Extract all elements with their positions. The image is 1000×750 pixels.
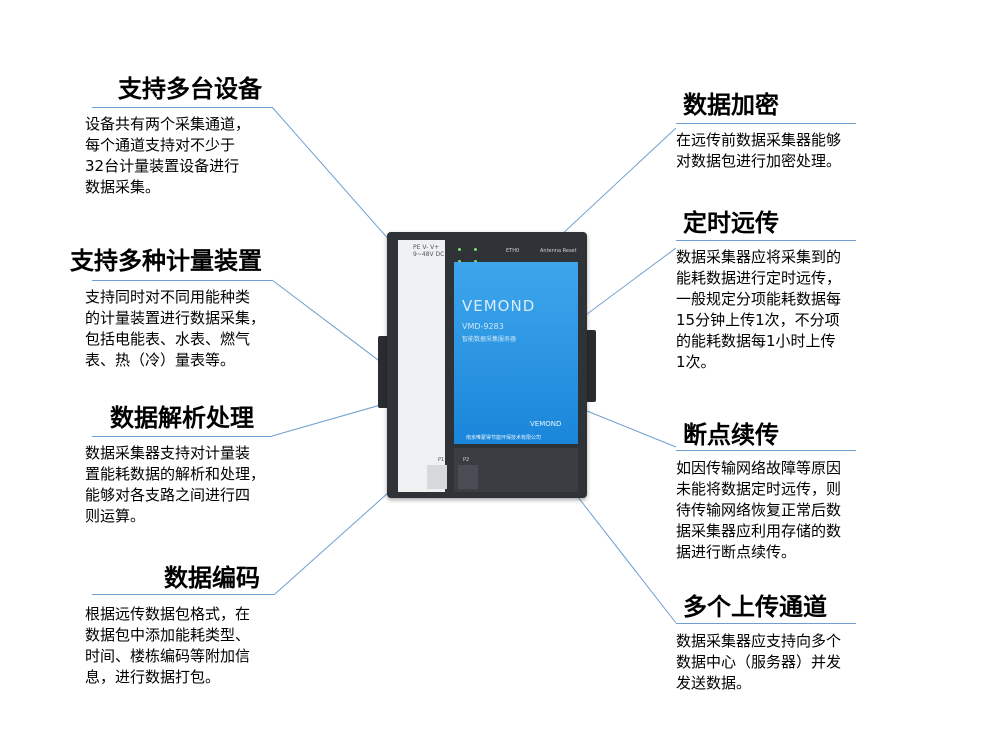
desc-line: 数据采集器应将采集到的	[676, 248, 842, 266]
feature-title-multi-device: 支持多台设备	[118, 75, 262, 103]
desc-line: 对数据包进行加密处理。	[676, 152, 842, 170]
desc-line: 数据采集器应支持向多个	[676, 632, 842, 650]
port1-label: P1	[438, 457, 445, 463]
desc-line: 的计量装置进行数据采集，	[85, 309, 266, 327]
feature-title-multi-channel: 多个上传通道	[683, 593, 827, 621]
feature-desc-multi-device: 设备共有两个采集通道， 每个通道支持对不少于 32台计量装置设备进行 数据采集。	[85, 114, 285, 198]
feature-desc-multi-channel: 数据采集器应支持向多个 数据中心（服务器）并发 发送数据。	[676, 631, 886, 694]
desc-line: 的能耗数据每1小时上传	[676, 332, 836, 350]
feature-desc-parsing: 数据采集器支持对计量装 置能耗数据的解析和处理， 能够对各支路之间进行四 则运算…	[85, 443, 295, 527]
rule-multi-channel	[676, 623, 856, 624]
desc-line: 未能将数据定时远传，则	[676, 480, 842, 498]
desc-line: 据进行断点续传。	[676, 543, 797, 561]
desc-line: 包括电能表、水表、燃气	[85, 330, 251, 348]
feature-title-timed-upload: 定时远传	[683, 209, 779, 237]
status-led-icon	[474, 248, 477, 251]
rule-encoding	[92, 594, 275, 595]
feature-title-parsing: 数据解析处理	[110, 404, 254, 432]
eth-label: ETH0	[506, 248, 520, 254]
desc-line: 时间、楼栋编码等附加信	[85, 647, 251, 665]
desc-line: 如因传输网络故障等原因	[676, 459, 842, 477]
desc-line: 每个通道支持对不少于	[85, 136, 236, 154]
desc-line: 置能耗数据的解析和处理，	[85, 465, 266, 483]
desc-line: 息，进行数据打包。	[85, 668, 221, 686]
rs485-port-icon	[458, 465, 478, 489]
power-spec-text: 9~48V DC	[413, 251, 445, 258]
power-label-text: PE V- V+	[413, 244, 440, 251]
device-front-panel	[454, 262, 578, 444]
desc-line: 数据包中添加能耗类型、	[85, 626, 251, 644]
device-subtitle: 智能数据采集服务器	[462, 336, 517, 343]
status-led-icon	[458, 260, 461, 263]
feature-title-encryption: 数据加密	[683, 91, 779, 119]
desc-line: 32台计量装置设备进行	[85, 157, 240, 175]
rule-parsing	[92, 436, 272, 437]
feature-title-resume: 断点续传	[683, 421, 779, 449]
status-led-icon	[474, 260, 477, 263]
desc-line: 能耗数据进行定时远传，	[676, 269, 842, 287]
device-company: 南京唯蒙得节能环保技术有限公司	[466, 435, 542, 441]
leader-parsing	[271, 399, 399, 437]
rule-multi-device	[92, 107, 272, 108]
leader-encryption	[544, 127, 677, 251]
rule-timed-upload	[676, 240, 856, 241]
desc-line: 能够对各支路之间进行四	[85, 486, 251, 504]
status-led-icon	[458, 248, 461, 251]
feature-desc-timed-upload: 数据采集器应将采集到的 能耗数据进行定时远传， 一般规定分项能耗数据每 15分钟…	[676, 247, 886, 373]
desc-line: 一般规定分项能耗数据每	[676, 290, 842, 308]
desc-line: 在远传前数据采集器能够	[676, 131, 842, 149]
feature-title-encoding: 数据编码	[164, 564, 260, 592]
desc-line: 表、热（冷）量表等。	[85, 351, 236, 369]
leader-encoding	[274, 483, 399, 595]
feature-desc-encoding: 根据远传数据包格式，在 数据包中添加能耗类型、 时间、楼栋编码等附加信 息，进行…	[85, 604, 295, 688]
desc-line: 1次。	[676, 353, 716, 371]
antenna-reset-label: Antenna Reset	[540, 248, 577, 254]
rule-encryption	[676, 123, 856, 124]
desc-line: 待传输网络恢复正常后数	[676, 501, 842, 519]
device-brand: VEMOND	[462, 297, 536, 315]
device-brand-small: VEMOND	[530, 420, 562, 428]
desc-line: 发送数据。	[676, 674, 752, 692]
desc-line: 15分钟上传1次，不分项	[676, 311, 840, 329]
leader-multi-channel	[566, 482, 677, 624]
rs485-port-icon	[427, 465, 447, 489]
feature-desc-resume: 如因传输网络故障等原因 未能将数据定时远传，则 待传输网络恢复正常后数 据采集器…	[676, 458, 886, 563]
desc-line: 支持同时对不同用能种类	[85, 288, 251, 306]
power-label: PE V- V+ 9~48V DC	[413, 244, 444, 258]
feature-desc-multi-meter: 支持同时对不同用能种类 的计量装置进行数据采集， 包括电能表、水表、燃气 表、热…	[85, 287, 295, 371]
device-label-panel	[398, 240, 445, 492]
desc-line: 根据远传数据包格式，在	[85, 605, 251, 623]
device-model: VMD-9283	[462, 322, 504, 331]
feature-desc-encryption: 在远传前数据采集器能够 对数据包进行加密处理。	[676, 130, 886, 172]
desc-line: 数据采集。	[85, 178, 161, 196]
desc-line: 则运算。	[85, 507, 146, 525]
leader-multi-device	[271, 106, 399, 251]
rule-resume	[676, 450, 856, 451]
desc-line: 设备共有两个采集通道，	[85, 115, 251, 133]
desc-line: 数据中心（服务器）并发	[676, 653, 842, 671]
desc-line: 数据采集器支持对计量装	[85, 444, 251, 462]
rule-multi-meter	[92, 280, 272, 281]
desc-line: 据采集器应利用存储的数	[676, 522, 842, 540]
feature-title-multi-meter: 支持多种计量装置	[70, 247, 262, 275]
leader-multi-meter	[271, 279, 399, 376]
port2-label: P2	[463, 457, 470, 463]
